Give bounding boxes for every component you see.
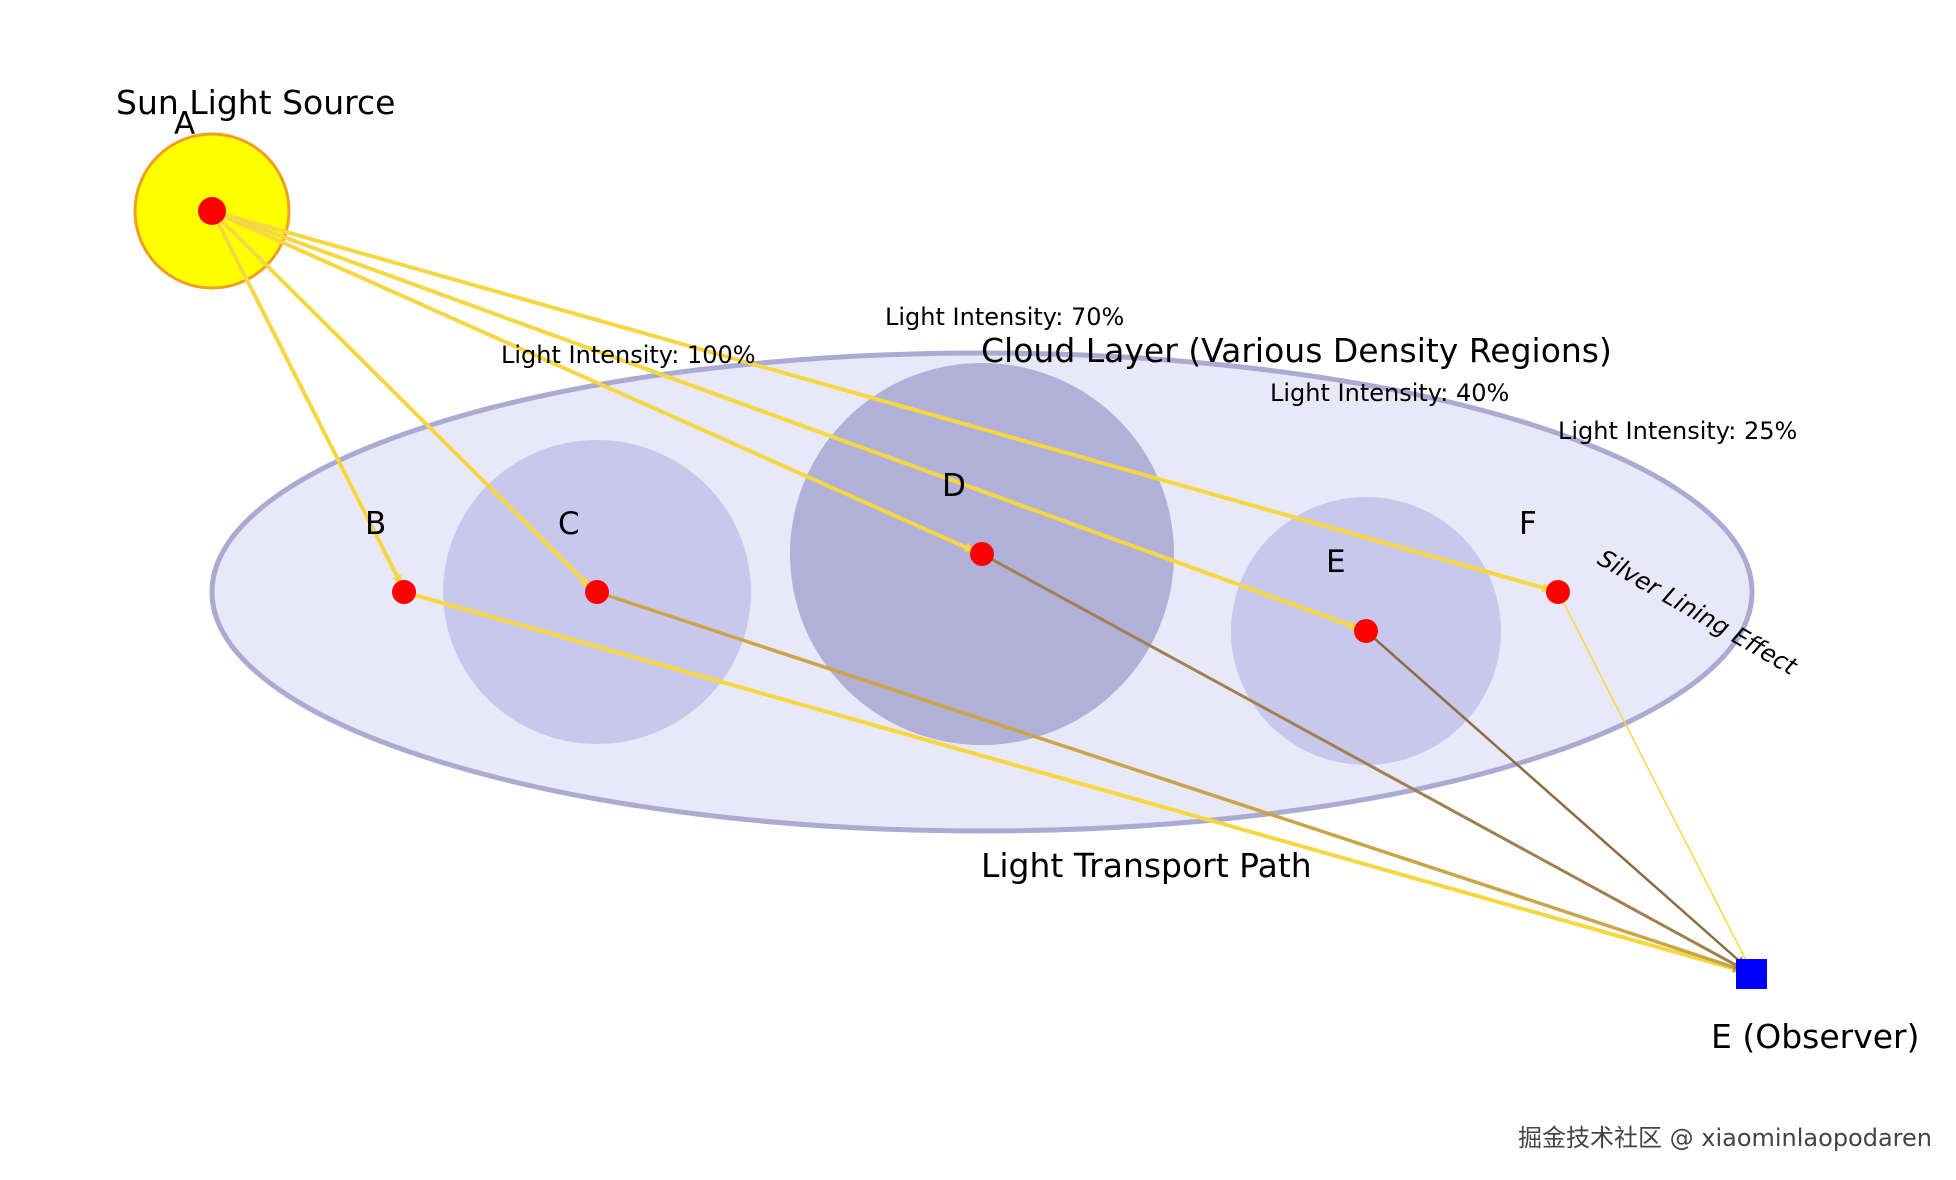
point-b-marker bbox=[392, 580, 416, 604]
path-title: Light Transport Path bbox=[981, 846, 1312, 885]
ray-a-to-d bbox=[211, 209, 975, 553]
ray-a-to-b bbox=[210, 210, 403, 585]
ray-d-to-observer bbox=[981, 552, 1744, 971]
intensity-label-25: Light Intensity: 25% bbox=[1558, 417, 1797, 445]
ray-f-to-observer bbox=[1557, 591, 1749, 965]
intensity-label-100: Light Intensity: 100% bbox=[501, 341, 756, 369]
observer-label: E (Observer) bbox=[1711, 1017, 1919, 1056]
point-e-label: E bbox=[1326, 544, 1346, 580]
point-d-marker bbox=[970, 542, 994, 566]
point-a-marker bbox=[198, 197, 226, 225]
watermark: 掘金技术社区 @ xiaominlaopodaren bbox=[1518, 1124, 1932, 1152]
intensity-label-40: Light Intensity: 40% bbox=[1270, 379, 1509, 407]
intensity-label-70: Light Intensity: 70% bbox=[885, 303, 1124, 331]
ray-c-to-observer bbox=[596, 590, 1743, 972]
ray-b-to-observer bbox=[403, 590, 1743, 974]
point-f-label: F bbox=[1519, 506, 1537, 542]
point-c-marker bbox=[585, 580, 609, 604]
ray-e-to-observer bbox=[1365, 630, 1746, 967]
cloud-title: Cloud Layer (Various Density Regions) bbox=[981, 331, 1612, 370]
observer-marker bbox=[1736, 959, 1767, 989]
point-a-label: A bbox=[174, 106, 195, 142]
incoming-rays bbox=[210, 209, 1552, 630]
sun-title: Sun Light Source bbox=[116, 83, 395, 122]
point-e-marker bbox=[1354, 619, 1378, 643]
ray-a-to-c bbox=[210, 209, 592, 589]
point-f-marker bbox=[1546, 580, 1570, 604]
outgoing-rays bbox=[403, 552, 1749, 974]
cloud-layer bbox=[209, 350, 1755, 834]
point-c-label: C bbox=[558, 506, 580, 542]
point-b-label: B bbox=[365, 506, 386, 542]
point-d-label: D bbox=[942, 468, 966, 504]
scatter-points bbox=[198, 197, 1570, 643]
ray-a-to-e bbox=[211, 209, 1359, 630]
ray-a-to-f bbox=[211, 209, 1552, 593]
